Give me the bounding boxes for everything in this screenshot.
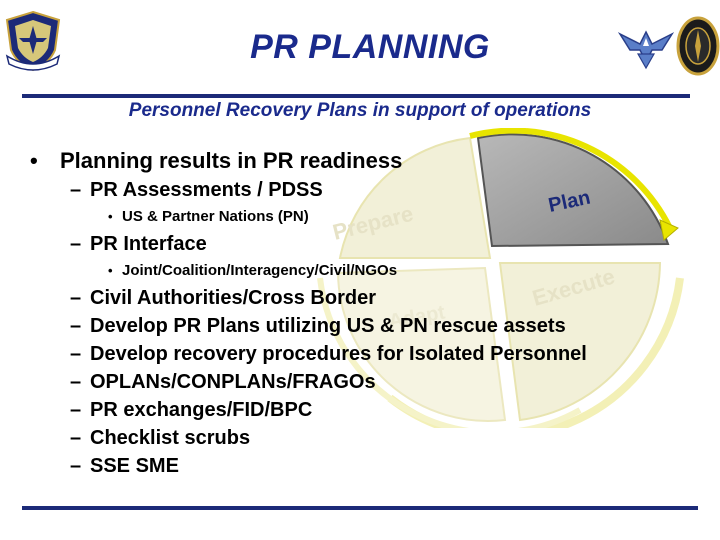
bullet-item: –Develop PR Plans utilizing US & PN resc…	[26, 312, 706, 340]
bullet-item: –PR Interface	[26, 230, 706, 258]
dash-icon: –	[70, 455, 82, 477]
air-force-wings-icon	[618, 30, 674, 70]
bullet-dot-icon: •	[30, 148, 38, 173]
plan-arrowhead	[659, 219, 679, 241]
plan-arrow	[469, 128, 673, 230]
prepare-segment	[338, 136, 492, 259]
bullet-item: •Planning results in PR readiness	[26, 146, 706, 176]
socom-seal-icon	[676, 16, 720, 76]
bullet-item: –PR exchanges/FID/BPC	[26, 396, 706, 424]
bullet-item: •Joint/Coalition/Interagency/Civil/NGOs	[26, 258, 706, 284]
bullet-item: –PR Assessments / PDSS	[26, 176, 706, 204]
dash-icon: –	[70, 179, 82, 201]
dash-icon: –	[70, 427, 82, 449]
bullet-item: –Develop recovery procedures for Isolate…	[26, 340, 706, 368]
special-operations-command-shield-icon	[5, 10, 61, 72]
plan-segment	[476, 133, 670, 248]
bullet-list: •Planning results in PR readiness –PR As…	[26, 146, 706, 480]
bullet-item: –OPLANs/CONPLANs/FRAGOs	[26, 368, 706, 396]
bottom-divider	[22, 506, 698, 510]
dash-icon: –	[70, 233, 82, 255]
dash-icon: –	[70, 343, 82, 365]
dash-icon: –	[70, 399, 82, 421]
slide-subtitle: Personnel Recovery Plans in support of o…	[128, 100, 592, 121]
bullet-item: –Checklist scrubs	[26, 424, 706, 452]
planning-cycle-diagram: Plan Prepare Execute Adapt	[317, 128, 684, 428]
dash-icon: –	[70, 287, 82, 309]
top-divider	[22, 94, 690, 98]
dash-icon: –	[70, 315, 82, 337]
adapt-segment	[336, 266, 507, 422]
bullet-dot-icon: •	[108, 263, 113, 278]
bullet-item: –SSE SME	[26, 452, 706, 480]
slide-title: PR PLANNING	[250, 28, 490, 66]
execute-segment	[498, 262, 662, 422]
bullet-item: –Civil Authorities/Cross Border	[26, 284, 706, 312]
dash-icon: –	[70, 371, 82, 393]
inner-arrow	[317, 277, 582, 428]
bullet-item: •US & Partner Nations (PN)	[26, 204, 706, 230]
bullet-dot-icon: •	[108, 209, 113, 224]
